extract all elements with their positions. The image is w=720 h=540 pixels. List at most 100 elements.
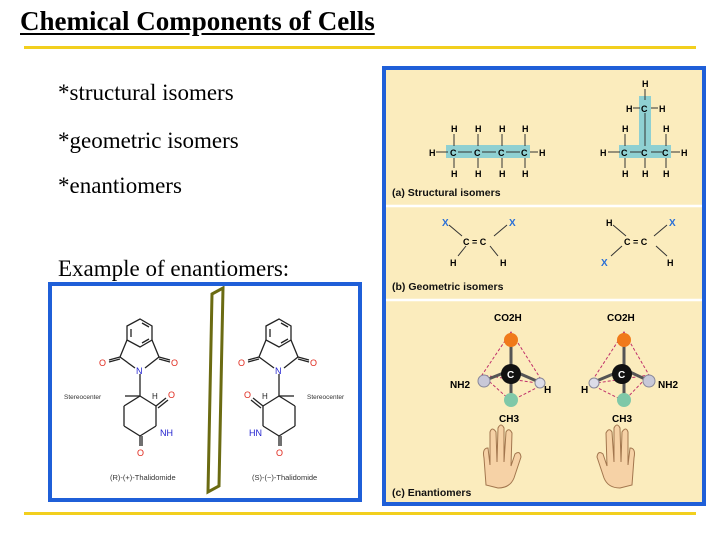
s-atom-h: H [262, 392, 268, 401]
left-enantiomer-model: C CO2H NH2 H CH3 [450, 313, 551, 425]
mirror-plane [206, 285, 225, 495]
butane-h-bot2: H [475, 169, 482, 179]
carboxyl-ball-left [504, 333, 518, 347]
right-hand-icon [596, 424, 635, 489]
s-atom-o-ring: O [244, 390, 251, 400]
bullet-enantiomers: *enantiomers [58, 173, 182, 198]
methyl-ball-right [617, 393, 631, 407]
butane-h-top4: H [522, 124, 529, 134]
isobutane-structure: H H C H H H H C C C H H H H [600, 79, 688, 179]
s-atom-n: N [275, 366, 282, 376]
bullet-geometric-isomers: *geometric isomers [58, 128, 239, 153]
butane-structure: H C C C C H H H H H H H H H [429, 124, 546, 179]
trans-h-top: H [606, 218, 613, 228]
left-cooh-label: CO2H [494, 313, 522, 324]
isobutane-h-mid-left: H [622, 124, 629, 134]
trans-x-top: X [669, 218, 676, 229]
hydrogen-ball-right [588, 377, 600, 389]
r-atom-o-left: O [99, 358, 106, 368]
s-atom-o-left: O [238, 358, 245, 368]
right-nh2-label: NH2 [658, 380, 678, 391]
amino-ball-left [477, 374, 491, 388]
s-atom-hn: HN [249, 428, 262, 438]
carbon-ball-left [501, 364, 521, 384]
carbon-ball-right [612, 364, 632, 384]
bullet-structural-isomers: *structural isomers [58, 80, 234, 105]
s-atom-o-bottom: O [276, 448, 283, 458]
cis-x-right: X [509, 218, 516, 229]
butane-h-top2: H [475, 124, 482, 134]
r-atom-o-bottom: O [137, 448, 144, 458]
r-thalidomide-name: (R)-(+)-Thalidomide [110, 473, 176, 482]
r-atom-o-right: O [171, 358, 178, 368]
s-atom-o-right: O [310, 358, 317, 368]
isobutane-h-mid-right: H [663, 124, 670, 134]
trans-double-bond: C = C [624, 237, 648, 247]
example-enantiomers-label: Example of enantiomers: [58, 256, 290, 281]
enantiomers-caption: (c) Enantiomers [392, 487, 472, 499]
isobutane-h-top: H [642, 79, 649, 89]
hydrogen-ball-left [534, 377, 546, 389]
butane-c2: C [474, 148, 481, 158]
trans-x-bottom: X [601, 258, 608, 269]
cis-x-left: X [442, 218, 449, 229]
isobutane-c3: C [662, 148, 669, 158]
cis-isomer-structure: X X C = C H H [442, 218, 516, 268]
butane-h-bot4: H [522, 169, 529, 179]
trans-h-bottom: H [667, 258, 674, 268]
amino-ball-right [642, 374, 656, 388]
isobutane-h-upper-right: H [659, 104, 666, 114]
cis-h-left: H [450, 258, 457, 268]
left-center-carbon-label: C [507, 370, 514, 381]
isobutane-h-bot1: H [622, 169, 629, 179]
isobutane-c1: C [621, 148, 628, 158]
title-underline-rule [24, 46, 696, 49]
butane-h-bot3: H [499, 169, 506, 179]
r-atom-nh: NH [160, 428, 173, 438]
cis-double-bond: C = C [463, 237, 487, 247]
geometric-isomers-caption: (b) Geometric isomers [392, 281, 504, 293]
isobutane-c2: C [641, 148, 648, 158]
isobutane-h-right: H [681, 148, 688, 158]
right-ch3-label: CH3 [612, 414, 632, 425]
isobutane-c-top: C [641, 104, 648, 114]
cis-h-right: H [500, 258, 507, 268]
s-stereocenter-label: Stereocenter [307, 394, 345, 401]
right-enantiomer-model: C CO2H H NH2 CH3 [581, 313, 678, 425]
left-hand-icon [483, 424, 522, 489]
structural-isomers-caption: (a) Structural isomers [392, 187, 501, 199]
trans-isomer-structure: H X C = C X H [601, 218, 676, 269]
footer-rule [24, 512, 696, 515]
isobutane-h-left: H [600, 148, 607, 158]
isobutane-h-upper-left: H [626, 104, 633, 114]
r-stereocenter-label: Stereocenter [64, 394, 102, 401]
butane-h-top1: H [451, 124, 458, 134]
butane-h-top3: H [499, 124, 506, 134]
right-cooh-label: CO2H [607, 313, 635, 324]
left-ch3-label: CH3 [499, 414, 519, 425]
right-center-carbon-label: C [618, 370, 625, 381]
r-atom-h: H [152, 392, 158, 401]
methyl-ball-left [504, 393, 518, 407]
butane-c1: C [450, 148, 457, 158]
isomer-types-diagram: H C C C C H H H H H H H H H [386, 79, 702, 499]
butane-h-right: H [539, 148, 546, 158]
butane-c4: C [521, 148, 528, 158]
isobutane-h-bot2: H [642, 169, 649, 179]
r-thalidomide-structure [108, 318, 171, 446]
s-thalidomide-structure [247, 318, 310, 446]
right-h-label: H [581, 385, 588, 396]
slide-title: Chemical Components of Cells [20, 6, 375, 36]
butane-c3: C [498, 148, 505, 158]
thalidomide-diagram: O O N H O NH O Stereocenter (R)-(+)-Thal… [64, 285, 345, 495]
carboxyl-ball-right [617, 333, 631, 347]
left-h-label: H [544, 385, 551, 396]
isobutane-h-bot3: H [663, 169, 670, 179]
butane-h-left: H [429, 148, 436, 158]
r-atom-n: N [136, 366, 143, 376]
s-thalidomide-name: (S)-(−)-Thalidomide [252, 473, 317, 482]
left-nh2-label: NH2 [450, 380, 470, 391]
butane-h-bot1: H [451, 169, 458, 179]
isomer-types-figure: H C C C C H H H H H H H H H [382, 66, 706, 506]
thalidomide-figure: O O N H O NH O Stereocenter (R)-(+)-Thal… [48, 282, 362, 502]
